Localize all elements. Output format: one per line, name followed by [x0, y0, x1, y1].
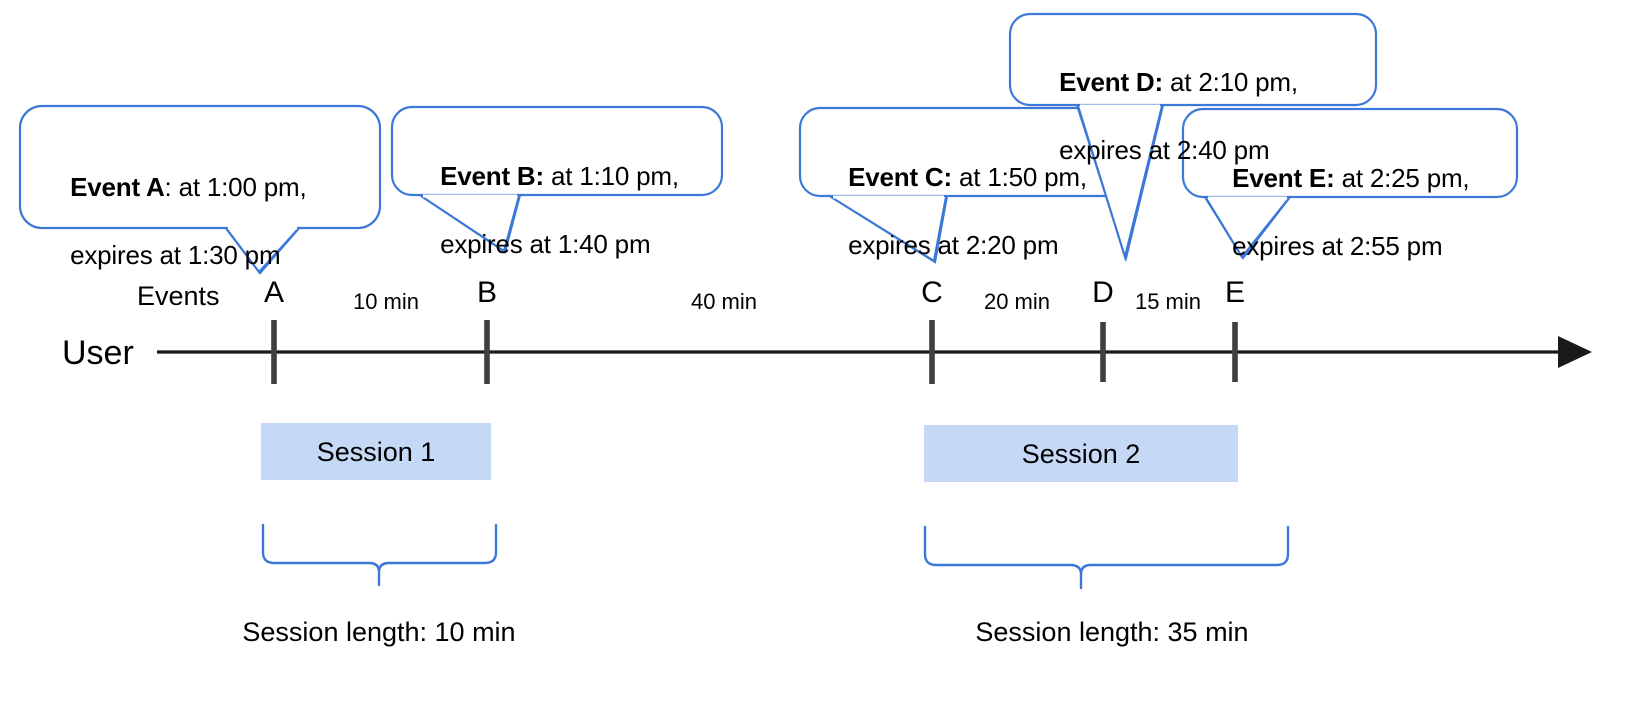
- session-2-box: [924, 425, 1238, 482]
- marker-label-d: D: [1092, 276, 1114, 309]
- callout-e-shape: [1181, 107, 1519, 260]
- marker-label-e: E: [1224, 276, 1245, 309]
- callout-b-line2: expires at 1:40 pm: [440, 229, 651, 259]
- callout-b-line1-rest: at 1:10 pm,: [543, 161, 679, 191]
- callout-a-bold: Event A: [70, 172, 165, 202]
- callout-a-line2: expires at 1:30 pm: [70, 240, 281, 270]
- session-1-length-label: Session length: 10 min: [242, 617, 516, 647]
- gap-label-ab: 10 min: [352, 289, 420, 314]
- events-row-label: Events: [137, 281, 220, 311]
- callout-c-text: Event C: at 1:50 pm, expires at 2:20 pm: [820, 126, 1135, 296]
- callout-d-text: Event D: at 2:10 pm, expires at 2:40 pm: [1031, 31, 1376, 201]
- session-2-brace: [923, 525, 1290, 590]
- callout-a-shape: [18, 104, 382, 275]
- callout-c-line1-rest: at 1:50 pm,: [951, 162, 1087, 192]
- callout-c-line2: expires at 2:20 pm: [848, 230, 1059, 260]
- callout-b-shape: [390, 105, 724, 254]
- session-1-brace: [261, 523, 498, 587]
- callout-a-text: Event A: at 1:00 pm, expires at 1:30 pm: [42, 136, 372, 306]
- callout-b-bold: Event B:: [440, 161, 544, 191]
- callout-e-line1-rest: at 2:25 pm,: [1334, 163, 1470, 193]
- callout-d-line1-rest: at 2:10 pm,: [1162, 67, 1298, 97]
- callout-d-shape: [1008, 12, 1378, 263]
- session-1-box: [261, 423, 491, 480]
- marker-label-a: A: [263, 276, 284, 309]
- callout-d-bold: Event D:: [1059, 67, 1163, 97]
- session-2-label: Session 2: [1021, 439, 1141, 469]
- session-2-length-label: Session length: 35 min: [975, 617, 1249, 647]
- callout-c-shape: [798, 106, 1137, 264]
- callout-d-line2: expires at 2:40 pm: [1059, 135, 1270, 165]
- gap-label-cd: 20 min: [983, 289, 1051, 314]
- timeline-axis: [157, 336, 1592, 368]
- callout-c-bold: Event C:: [848, 162, 952, 192]
- gap-label-de: 15 min: [1134, 289, 1202, 314]
- callout-e-text: Event E: at 2:25 pm, expires at 2:55 pm: [1204, 127, 1517, 297]
- session-1-label: Session 1: [316, 437, 436, 467]
- gap-label-bc: 40 min: [690, 289, 758, 314]
- callout-e-line2: expires at 2:55 pm: [1232, 231, 1443, 261]
- callout-b-text: Event B: at 1:10 pm, expires at 1:40 pm: [412, 125, 722, 295]
- marker-label-c: C: [921, 276, 943, 309]
- callout-a-line1-rest: : at 1:00 pm,: [164, 172, 307, 202]
- axis-label-user: User: [62, 334, 134, 372]
- callout-e-bold: Event E:: [1232, 163, 1335, 193]
- marker-label-b: B: [476, 276, 497, 309]
